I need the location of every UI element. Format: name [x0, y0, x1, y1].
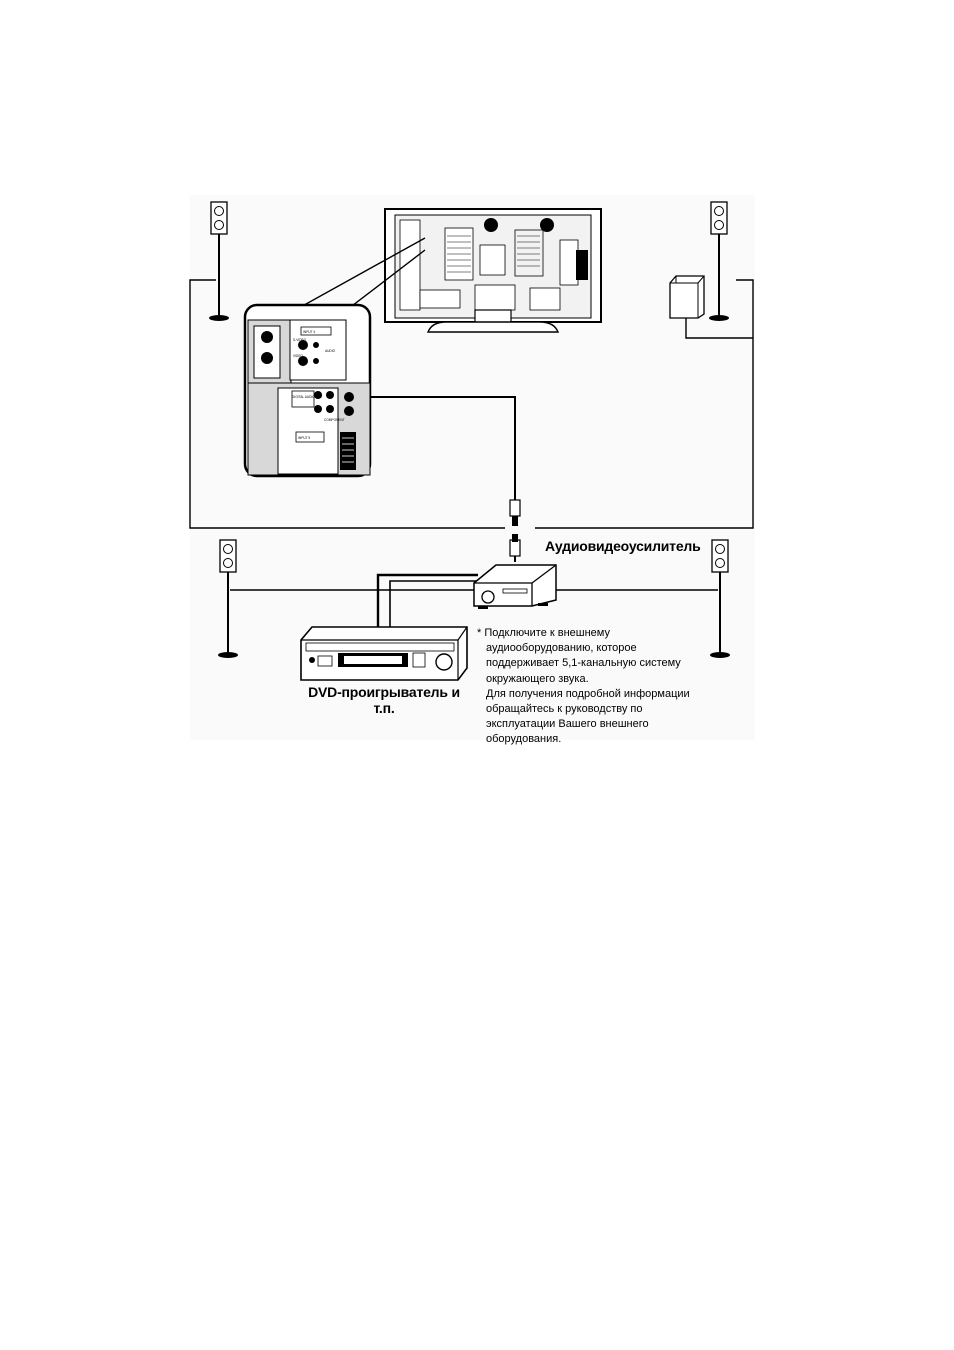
dvd-label-line1: DVD-проигрыватель и [308, 684, 460, 700]
footnote-line: Для получения подробной информации [486, 687, 690, 700]
dvd-player [300, 626, 468, 681]
footnote-line: поддерживает 5,1-канальную систему [486, 657, 681, 670]
footnote-line: эксплуатации Вашего внешнего [486, 718, 649, 731]
tv-rear [384, 208, 602, 333]
subwoofer [669, 275, 705, 319]
footnote-line: аудиооборудованию, которое [486, 642, 637, 655]
av-amplifier [473, 564, 557, 609]
footnote-line: обращайтесь к руководству по [486, 703, 643, 716]
speaker-front-right [709, 201, 729, 321]
terminal-detail [243, 303, 372, 478]
footnote: * Подключите к внешнему аудиооборудовани… [477, 626, 717, 748]
dvd-amp-cable [376, 573, 478, 628]
speaker-rear-right [710, 539, 730, 658]
footnote-line: * Подключите к внешнему [477, 626, 717, 641]
speaker-rear-left [218, 539, 238, 658]
amplifier-label: Аудиовидеоусилитель [545, 538, 701, 554]
speaker-wires [189, 279, 754, 591]
footnote-line: окружающего звука. [486, 672, 589, 685]
footnote-asterisk: * [477, 627, 482, 639]
speaker-front-left [209, 201, 229, 321]
optical-plug [509, 499, 521, 557]
dvd-player-label: DVD-проигрыватель и т.п. [300, 684, 468, 716]
footnote-text: Подключите к внешнему [484, 627, 610, 639]
dvd-label-line2: т.п. [373, 700, 395, 716]
footnote-line: оборудования. [486, 733, 562, 746]
